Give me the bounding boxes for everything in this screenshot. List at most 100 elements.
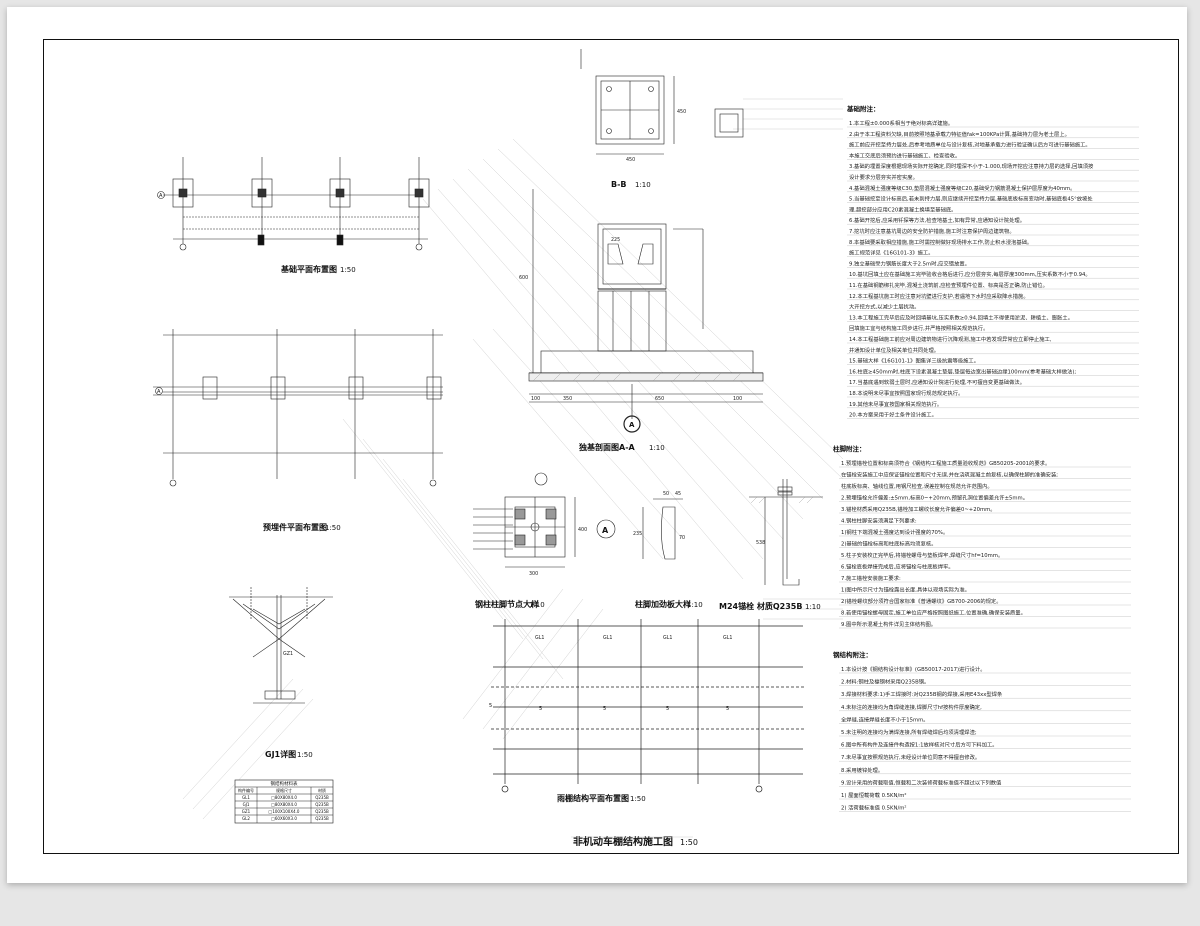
- note-line-foundation-19: 回填施工宜与结构施工同步进行,并严格按照相关规范执行。: [849, 324, 988, 332]
- plate-width-dim: 450: [626, 157, 635, 163]
- stiffener-dim-45: 45: [675, 491, 681, 497]
- embedded-plan-scale: 1:50: [325, 524, 341, 532]
- stiffener-dim-50: 50: [663, 491, 669, 497]
- note-line-foundation-1: 2.由于本工程资料欠缺,目前按照地基承载力特征值fak=100KPa计算,基础持…: [849, 130, 1070, 138]
- note-line-foundation-13: 9.独立基础受力钢筋长度大于2.5m时,应交错放置。: [849, 259, 970, 267]
- note-line-column-8: 5.柱子安装校正完毕后,将锚栓螺母与垫板焊牢,焊缝尺寸hf=10mm。: [841, 551, 1003, 559]
- materials-table: 钢结构材料表 构件编号 规格尺寸 材质 GL1 □80X80X4.0 Q235B…: [235, 780, 333, 823]
- table-cell-0-0: GL1: [242, 795, 250, 800]
- note-line-column-12: 2)锚栓螺纹部分须符合国家标准《普通螺纹》GB700-2006的规定。: [841, 597, 1002, 605]
- sheet-main-scale: 1:50: [680, 838, 698, 847]
- note-line-column-10: 7.施工锚栓安装施工要求:: [841, 574, 901, 582]
- section-dim-350: 350: [563, 396, 572, 402]
- note-line-steel-0: 1.本设计按《钢结构设计标准》(GB50017-2017)进行设计。: [841, 665, 986, 673]
- note-line-foundation-18: 13.本工程施工完毕后应及时回填基坑,压实系数≥0.94,回填土不得使用淤泥、耕…: [849, 313, 1073, 321]
- stiffener-dim-70: 70: [679, 535, 685, 541]
- note-line-foundation-9: 6.基础开挖后,应采用钎探等方法,检查地基土,如有异常,应通知设计院处理。: [849, 216, 1025, 224]
- note-line-steel-3: 4.未标注的连接均为角焊缝连接,焊脚尺寸hf按构件厚度确定,: [841, 703, 982, 711]
- column-base-scale: 1:10: [529, 601, 545, 609]
- anchor-bolt-scale: 1:10: [805, 603, 821, 611]
- notes-foundation-heading: 基础附注：: [846, 104, 880, 113]
- note-line-foundation-12: 施工规范详见《16G101-3》施工。: [849, 249, 934, 257]
- roof-gl1-b: GL1: [603, 635, 612, 641]
- note-line-foundation-6: 4.基础混凝土强度等级C30,垫层混凝土强度等级C20,基础受力钢筋混凝土保护层…: [849, 184, 1075, 192]
- column-base-dim-400: 400: [578, 527, 587, 533]
- note-line-column-9: 6.锚栓底板焊接完成后,应将锚栓与柱底板焊牢。: [841, 563, 954, 571]
- table-cell-3-0: GL2: [242, 816, 250, 821]
- section-aa-scale: 1:10: [649, 444, 665, 452]
- table-cell-1-0: GJ1: [243, 802, 250, 807]
- note-line-steel-7: 7.未尽事宜按照规范执行,未经设计单位同意不得擅自修改。: [841, 753, 980, 761]
- stiffener-scale: 1:10: [687, 601, 703, 609]
- note-line-steel-8: 8.采用镀锌处理。: [841, 766, 883, 774]
- note-line-column-14: 9.图中所示混凝土构件详见主体结构图。: [841, 620, 936, 628]
- note-line-column-5: 4.钢柱柱脚安装须满足下列要求:: [841, 517, 917, 525]
- note-line-foundation-20: 14.本工程基础施工前应对周边建筑物进行沉降观测,施工中若发现异常应立即停止施工…: [849, 335, 1052, 343]
- note-line-column-13: 8.若使用锚栓螺母固定,施工单位应严格按照图纸施工,位置准确,确保安装质量。: [841, 609, 1026, 617]
- note-line-column-2: 柱底板标高、轴线位置,用钢尺检查,误差控制在规范允许范围内。: [841, 482, 993, 490]
- roof-plan-scale: 1:50: [630, 795, 646, 803]
- table-cell-1-1: □80X80X4.0: [271, 802, 297, 807]
- section-dim-100-right: 100: [733, 396, 742, 402]
- stiffener-dim-235: 235: [633, 531, 642, 537]
- gj1-gz1-label: GZ1: [283, 651, 293, 657]
- note-line-foundation-2: 施工前应开挖至持力层处,后参考地质单位与设计复核,对地基承载力进行验证确认后方可…: [849, 141, 1091, 149]
- foundation-axis-a: A: [159, 193, 163, 199]
- note-line-steel-1: 2.材料:钢柱及檩钢材采用Q235B钢。: [841, 678, 929, 686]
- note-line-foundation-26: 19.其他未尽事宜按国家相关规范执行。: [849, 400, 942, 408]
- section-bb-title: B-B: [611, 180, 627, 189]
- note-line-column-7: 2)基础的锚栓标高和柱底标高均须复核。: [841, 540, 937, 548]
- roof-grid-5-b: 5: [539, 706, 542, 712]
- note-line-foundation-10: 7.挖坑时应注意基坑周边的安全防护措施,施工时注意保护周边建筑物。: [849, 227, 1015, 235]
- note-line-foundation-22: 15.基础大样《16G101-1》图集详三级抗震等级施工。: [849, 357, 979, 365]
- note-line-steel-2: 3.焊接材料要求:1)手工焊接时:对Q235B钢的焊接,采用E43xx型焊条: [841, 690, 1003, 698]
- roof-gl1-c: GL1: [663, 635, 672, 641]
- note-line-foundation-21: 并通知设计单位及相关单位共同处理。: [849, 346, 939, 354]
- notes-column-heading: 柱脚附注：: [833, 444, 866, 453]
- table-cell-0-2: Q235B: [315, 795, 329, 800]
- roof-grid-5-e: 5: [726, 706, 729, 712]
- note-line-column-3: 2.预埋锚栓允许偏差:±5mm,标高0~+20mm,预留孔洞位置偏差允许±5mm…: [841, 494, 1028, 502]
- note-line-foundation-8: 理,超挖部分应用C20素混凝土换填至基础底。: [849, 205, 956, 213]
- note-line-foundation-25: 18.本说明未尽事宜按照国家现行规范规定执行。: [849, 389, 963, 397]
- gj1-detail-scale: 1:50: [297, 751, 313, 759]
- section-aa-title: 独基剖面图A-A: [578, 442, 636, 452]
- note-line-foundation-23: 16.柱底≥450mm时,柱底下设素混凝土垫层,垫层每边宽出基础边缘100mm(…: [849, 367, 1076, 375]
- table-cell-2-1: □100X100X4.0: [269, 809, 300, 814]
- section-dim-650: 650: [655, 396, 664, 402]
- roof-gl1-a: GL1: [535, 635, 544, 641]
- roof-grid-5-c: 5: [603, 706, 606, 712]
- foundation-plan-scale: 1:50: [340, 266, 356, 274]
- roof-grid-5-a: 5: [489, 703, 492, 709]
- column-base-dim-300: 300: [529, 571, 538, 577]
- note-line-foundation-27: 20.本方案采用于好土条件设计施工。: [849, 411, 937, 419]
- roof-gl1-d: GL1: [723, 635, 732, 641]
- note-line-foundation-14: 10.基坑回填土应在基础施工完毕验收合格后进行,应分层夯实,每层厚度300mm,…: [849, 270, 1091, 278]
- detail-mark-a: A: [602, 526, 609, 535]
- embedded-axis-a: A: [157, 389, 161, 395]
- note-line-foundation-16: 12.本工程基坑施工时应注意对坑壁进行支护,若遇地下水时应采取降水措施。: [849, 292, 1029, 300]
- table-cell-1-2: Q235B: [315, 802, 329, 807]
- note-line-foundation-7: 5.当基础挖至设计标高后,若未到持力层,则应继续开挖至持力层,基础底板标高变动时…: [849, 195, 1093, 203]
- section-dim-100-left: 100: [531, 396, 540, 402]
- anchor-dim-538: 538: [756, 540, 765, 546]
- drawing-frame: A 基础平面布置图 1:50 A 预埋件平面布置图 1:50 GZ1 GJ1详图…: [43, 39, 1179, 854]
- note-line-foundation-0: 1.本工程±0.000系相当于绝对标高详建施。: [849, 119, 953, 127]
- table-header-0: 构件编号: [238, 787, 254, 793]
- embedded-plan-title: 预埋件平面布置图: [263, 522, 327, 532]
- note-line-foundation-15: 11.在基础钢筋绑扎完毕,混凝土浇筑前,应检查预埋件位置、标高是否正确,防止错位…: [849, 281, 1048, 289]
- table-header-2: 材质: [318, 787, 326, 793]
- note-line-foundation-3: 本施工交底后须预约进行基础施工、检查验收。: [849, 151, 960, 159]
- section-bb-scale: 1:10: [635, 181, 651, 189]
- plate-height-dim: 450: [677, 109, 686, 115]
- section-mark-a: A: [629, 421, 635, 429]
- note-line-foundation-11: 8.本基础要采取相应措施,施工时需控制做好现场排水工作,防止积水浸泡基础。: [849, 238, 1032, 246]
- note-line-foundation-17: 大开挖方式,以减少土层扰动。: [849, 303, 920, 311]
- table-cell-3-2: Q235B: [315, 816, 329, 821]
- note-line-column-4: 3.锚栓材质采用Q235B,锚栓加工螺纹长度允许偏差0~+20mm。: [841, 505, 996, 513]
- table-cell-3-1: □60X60X3.0: [271, 816, 297, 821]
- table-header-1: 规格尺寸: [276, 787, 292, 793]
- note-line-foundation-4: 3.基础的埋置深度根据现场实际开挖确定,同时埋深不小于-1.000,现场开挖应注…: [849, 162, 1094, 170]
- section-dim-225: 225: [611, 237, 620, 243]
- note-line-steel-9: 9.设计采用的荷载取值,恒载和二次装修荷载标准值不超过以下列数值: [841, 778, 1002, 786]
